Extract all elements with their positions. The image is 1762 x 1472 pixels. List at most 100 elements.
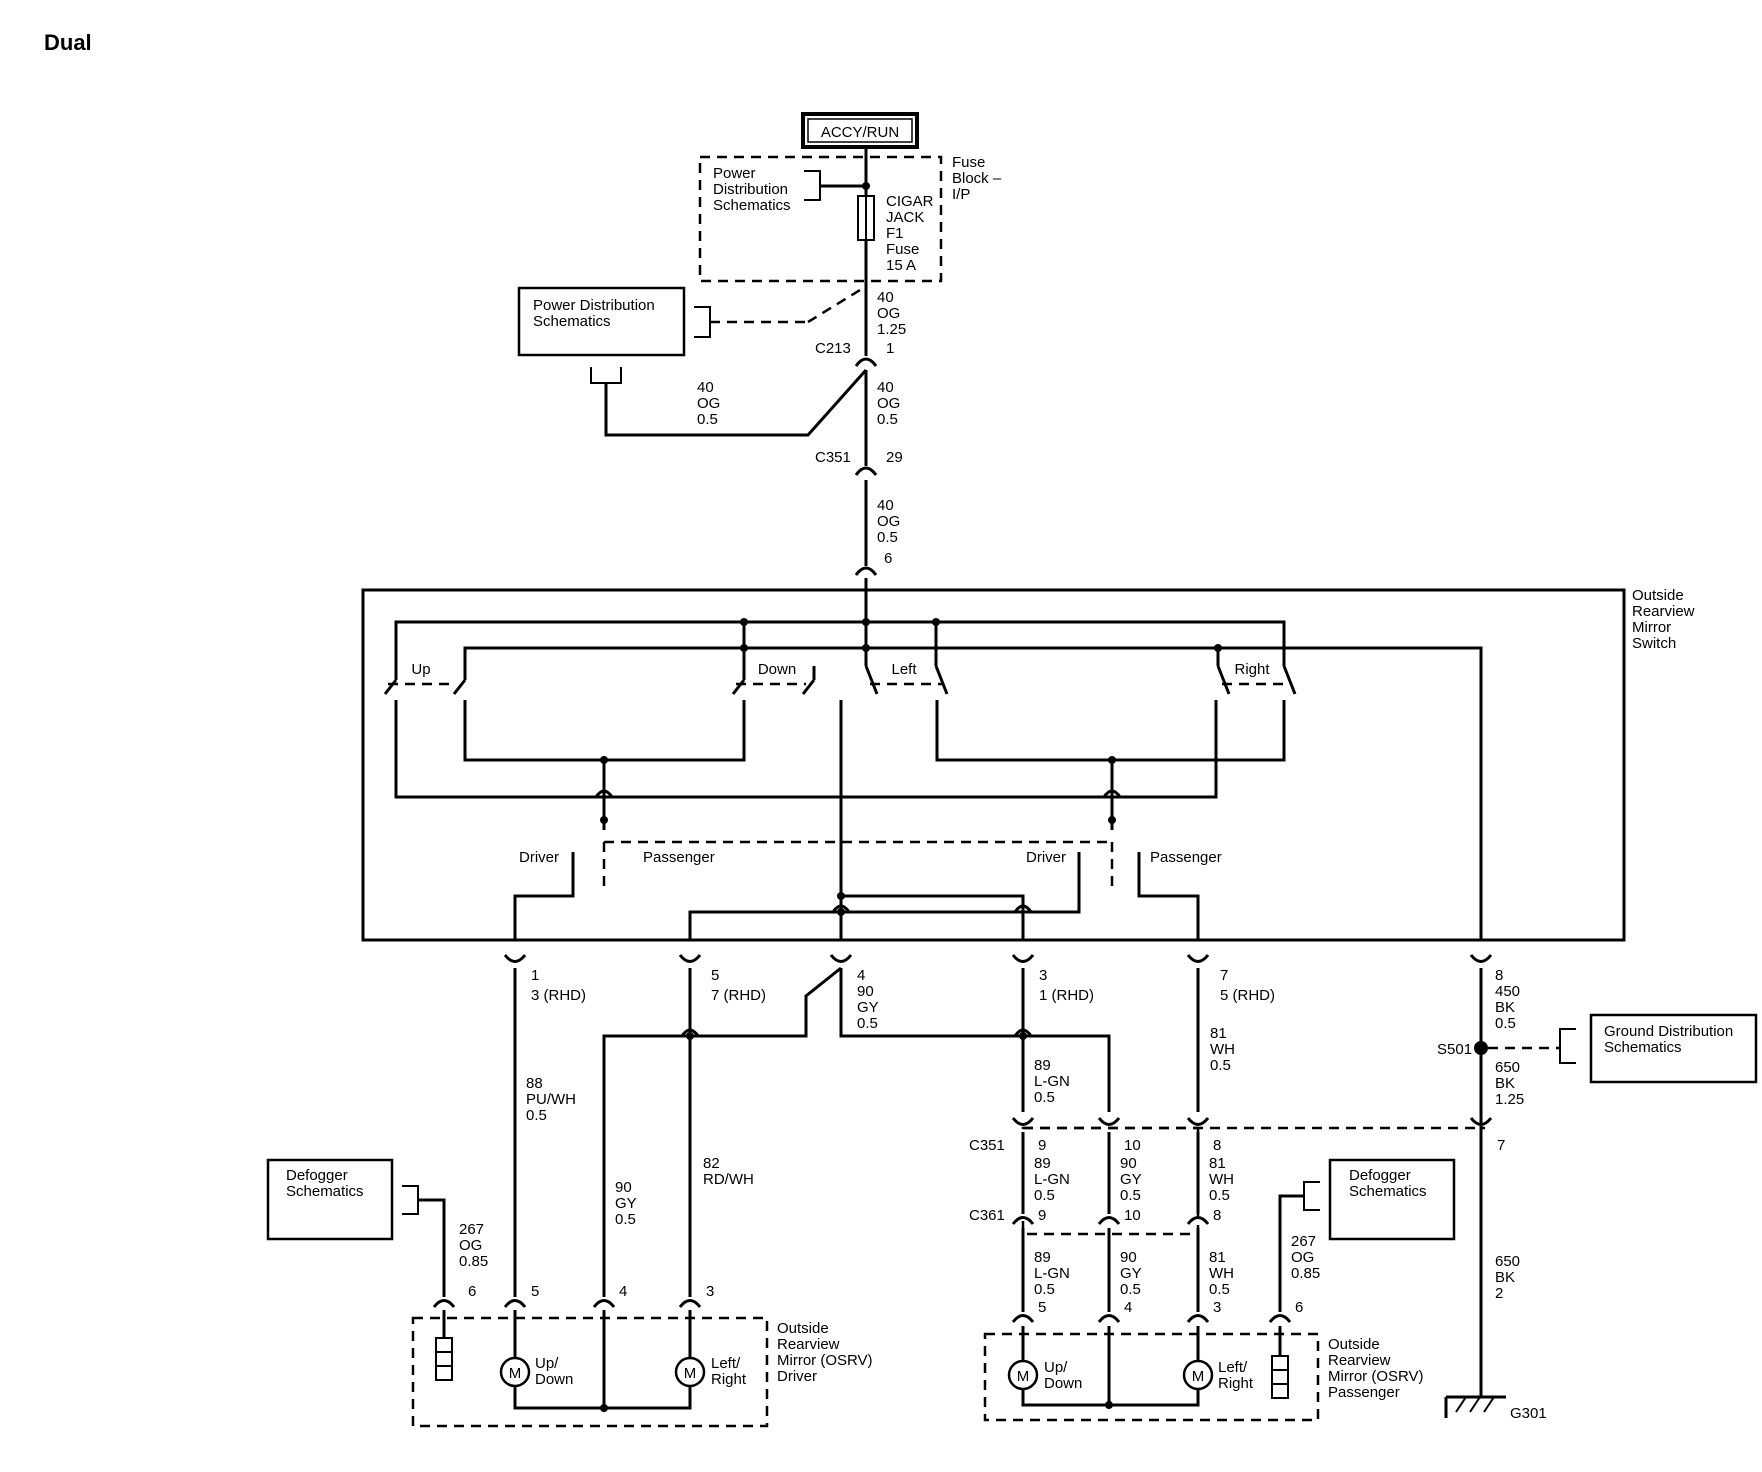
page-title: Dual xyxy=(44,30,92,55)
svg-text:8: 8 xyxy=(1213,1137,1221,1154)
passenger-label-2: Passenger xyxy=(1150,849,1222,866)
s501-label: S501 xyxy=(1437,1041,1472,1058)
wire-40-og-05-mid: 40 OG 0.5 xyxy=(877,379,905,428)
wire-267-og-right: 267 OG 0.85 xyxy=(1291,1233,1320,1282)
wire-450-bk: 450 BK 0.5 xyxy=(1495,983,1524,1032)
switch-up-label: Up xyxy=(411,661,430,678)
svg-text:10: 10 xyxy=(1124,1137,1141,1154)
wire-88-pu-wh: 88 PU/WH 0.5 xyxy=(526,1075,580,1124)
svg-text:M: M xyxy=(1192,1368,1205,1385)
svg-text:4: 4 xyxy=(857,967,865,984)
accy-run-label: ACCY/RUN xyxy=(821,124,899,141)
wire-650-bk-2: 650 BK 2 xyxy=(1495,1253,1524,1302)
driver-label-2: Driver xyxy=(1026,849,1066,866)
svg-text:M: M xyxy=(1017,1368,1030,1385)
switch-out-pin4 xyxy=(829,954,853,963)
passenger-label-1: Passenger xyxy=(643,849,715,866)
switch-out-pin1 xyxy=(503,954,527,963)
wire-89-lgn-c: 89 L-GN 0.5 xyxy=(1034,1249,1074,1298)
mirror-switch-box xyxy=(361,588,1626,942)
svg-text:4: 4 xyxy=(1124,1299,1132,1316)
wire-82-rd-wh: 82 RD/WH xyxy=(703,1155,754,1188)
power-dist-ref-1: Power Distribution Schematics xyxy=(713,165,792,214)
driver-leftright-label: Left/ Right xyxy=(711,1355,747,1388)
wire-89-lgn-b: 89 L-GN 0.5 xyxy=(1034,1155,1074,1204)
svg-text:7: 7 xyxy=(1220,967,1228,984)
svg-text:6: 6 xyxy=(1295,1299,1303,1316)
ground-dist-box xyxy=(1589,1013,1758,1084)
c351-top-label: C351 xyxy=(815,449,851,466)
wire-90-gy-b: 90 GY 0.5 xyxy=(1120,1155,1146,1204)
defogger-ref-left: Defogger Schematics xyxy=(286,1167,364,1200)
svg-text:5: 5 xyxy=(711,967,719,984)
svg-text:M: M xyxy=(509,1365,522,1382)
switch-out-pin8 xyxy=(1469,954,1493,963)
svg-text:1: 1 xyxy=(531,967,539,984)
defogger-box-right xyxy=(1328,1158,1456,1241)
switch-out-pin5 xyxy=(678,954,702,963)
wire-90-gy-pin4: 90 GY 0.5 xyxy=(857,983,883,1032)
s501-splice xyxy=(1474,1041,1488,1055)
heater-grid-icon-left xyxy=(435,1337,453,1381)
svg-text:4: 4 xyxy=(619,1283,627,1300)
wire-90-gy-c: 90 GY 0.5 xyxy=(1120,1249,1146,1298)
c351-top-pin: 29 xyxy=(886,449,903,466)
passenger-updown-label: Up/ Down xyxy=(1044,1359,1082,1392)
svg-text:9: 9 xyxy=(1038,1137,1046,1154)
wire-40-og-125: 40 OG 1.25 xyxy=(877,289,906,338)
switch-in-connector xyxy=(854,566,878,576)
switch-left-label: Left xyxy=(891,661,917,678)
driver-mirror-title: Outside Rearview Mirror (OSRV) Driver xyxy=(777,1320,877,1385)
g301-label: G301 xyxy=(1510,1405,1547,1422)
c213-connector xyxy=(854,357,878,367)
switch-in-pin: 6 xyxy=(884,550,892,567)
svg-text:5: 5 xyxy=(1038,1299,1046,1316)
fuse-block-outline xyxy=(698,155,943,283)
wire-90-gy-drv: 90 GY 0.5 xyxy=(615,1179,641,1228)
driver-updown-label: Up/ Down xyxy=(535,1355,573,1388)
svg-text:3: 3 xyxy=(1213,1299,1221,1316)
wire-267-og-left: 267 OG 0.85 xyxy=(459,1221,488,1270)
fuse-label: CIGAR JACK F1 Fuse 15 A xyxy=(886,193,938,274)
passenger-leftright-label: Left/ Right xyxy=(1218,1359,1254,1392)
switch-right-label: Right xyxy=(1234,661,1270,678)
switch-out-pin3 xyxy=(1011,954,1035,963)
passenger-mirror-title: Outside Rearview Mirror (OSRV) Passenger xyxy=(1328,1336,1428,1401)
svg-text:7: 7 xyxy=(1497,1137,1505,1154)
wire-650-bk-125: 650 BK 1.25 xyxy=(1495,1059,1524,1108)
ground-icon xyxy=(1444,1395,1506,1418)
defogger-ref-right: Defogger Schematics xyxy=(1349,1167,1427,1200)
heater-grid-icon-right xyxy=(1271,1355,1289,1399)
driver-mirror-outline xyxy=(411,1316,769,1428)
svg-text:7 (RHD): 7 (RHD) xyxy=(711,987,766,1004)
switch-down-label: Down xyxy=(758,661,796,678)
c213-label: C213 xyxy=(815,340,851,357)
svg-text:3: 3 xyxy=(706,1283,714,1300)
svg-text:1 (RHD): 1 (RHD) xyxy=(1039,987,1094,1004)
mirror-switch-title: Outside Rearview Mirror Switch xyxy=(1632,587,1699,652)
ground-dist-ref: Ground Distribution Schematics xyxy=(1604,1023,1737,1056)
svg-text:10: 10 xyxy=(1124,1207,1141,1224)
wire-81-wh-c: 81 WH 0.5 xyxy=(1209,1249,1238,1298)
wire-40-og-05-lower: 40 OG 0.5 xyxy=(877,497,905,546)
c213-pin: 1 xyxy=(886,340,894,357)
c361-label: C361 xyxy=(969,1207,1005,1224)
svg-text:8: 8 xyxy=(1213,1207,1221,1224)
defogger-box-left xyxy=(266,1158,394,1241)
svg-text:3: 3 xyxy=(1039,967,1047,984)
svg-text:M: M xyxy=(684,1365,697,1382)
c351-mid-label: C351 xyxy=(969,1137,1005,1154)
c351-top-connector xyxy=(854,466,878,476)
driver-label-1: Driver xyxy=(519,849,559,866)
wire-89-lgn-a: 89 L-GN 0.5 xyxy=(1034,1057,1074,1106)
passenger-mirror-outline xyxy=(983,1332,1320,1422)
power-dist-ref-2: Power Distribution Schematics xyxy=(533,297,659,330)
svg-text:5 (RHD): 5 (RHD) xyxy=(1220,987,1275,1004)
svg-text:9: 9 xyxy=(1038,1207,1046,1224)
wire-40-og-05-left: 40 OG 0.5 xyxy=(697,379,725,428)
fuse-block-label: Fuse Block – I/P xyxy=(952,154,1005,203)
svg-text:8: 8 xyxy=(1495,967,1503,984)
switch-out-pin7 xyxy=(1186,954,1210,963)
svg-text:5: 5 xyxy=(531,1283,539,1300)
